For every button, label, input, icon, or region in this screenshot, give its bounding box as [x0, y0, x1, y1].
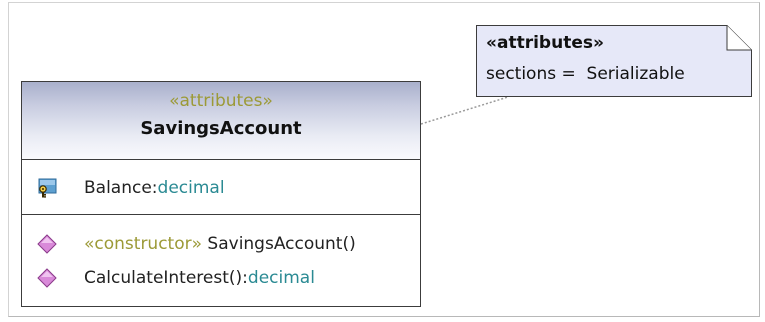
operations-compartment: «constructor» SavingsAccount() Calculate…	[22, 215, 420, 306]
operation-stereotype: «constructor»	[84, 234, 203, 254]
operation-diamond-icon	[36, 233, 58, 255]
note-title: «attributes»	[486, 33, 604, 53]
attribute-row-balance[interactable]: Balance:decimal	[22, 176, 225, 200]
operation-row-calculateinterest[interactable]: CalculateInterest():decimal	[22, 266, 315, 290]
operation-return-type: decimal	[247, 268, 315, 288]
note-body: sections = Serializable	[486, 64, 685, 84]
operation-row-constructor[interactable]: «constructor» SavingsAccount()	[22, 232, 356, 256]
attribute-type: decimal	[157, 178, 225, 198]
attribute-key-icon	[36, 177, 58, 199]
class-name[interactable]: SavingsAccount	[140, 118, 302, 139]
class-stereotype: «attributes»	[169, 91, 273, 111]
class-savingsaccount[interactable]: «attributes» SavingsAccount Balance:deci…	[21, 81, 421, 307]
attributes-compartment: Balance:decimal	[22, 160, 420, 215]
note-shape	[476, 25, 752, 97]
operation-name: CalculateInterest():	[84, 268, 248, 288]
uml-note[interactable]: «attributes» sections = Serializable	[476, 25, 752, 97]
class-header[interactable]: «attributes» SavingsAccount	[22, 82, 420, 160]
operation-name: SavingsAccount()	[202, 234, 356, 254]
diagram-frame	[8, 2, 760, 317]
attribute-name: Balance:	[84, 178, 158, 198]
operation-diamond-icon	[36, 267, 58, 289]
